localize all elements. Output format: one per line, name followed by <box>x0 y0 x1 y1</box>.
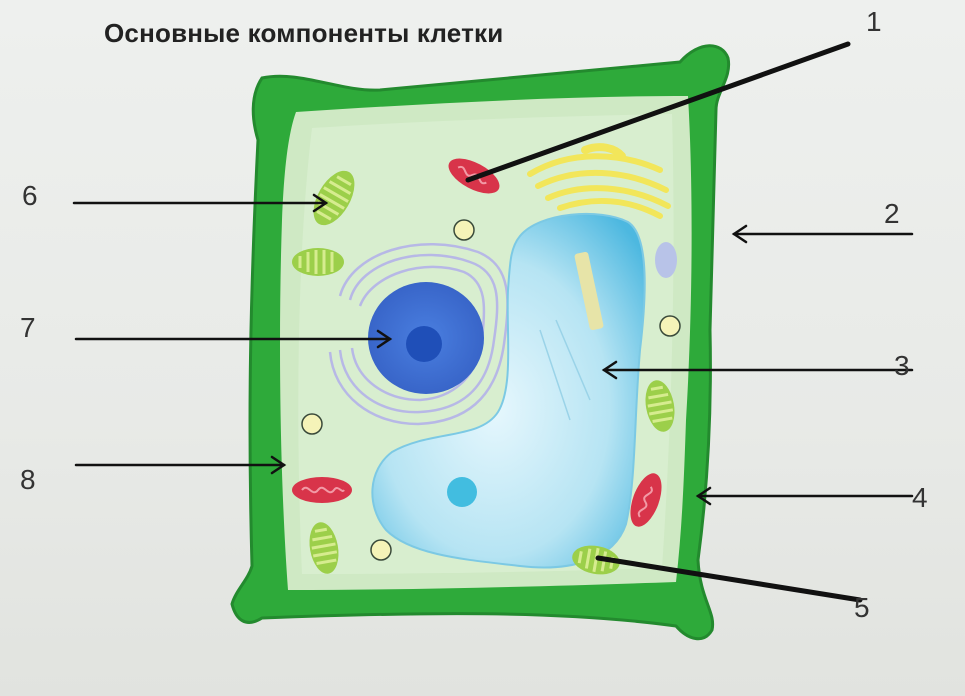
golgi-apparatus <box>527 153 671 219</box>
label-5: 5 <box>854 592 870 623</box>
pointer-line-5 <box>595 555 863 603</box>
peroxisome <box>655 242 677 278</box>
arrowhead-2 <box>731 224 748 244</box>
arrowhead-3 <box>601 360 618 380</box>
diagram-title: Основные компоненты клетки <box>104 18 504 48</box>
vesicle <box>301 413 323 435</box>
golgi-cap <box>581 143 626 160</box>
vacuole-fibril <box>539 329 571 421</box>
mitochondria-group <box>292 158 662 527</box>
label-7: 7 <box>20 312 36 343</box>
vesicle <box>453 219 475 241</box>
central-vacuole <box>371 213 646 569</box>
chloroplast <box>313 170 355 226</box>
vacuole-fibril <box>555 319 591 401</box>
pointer-line-1 <box>465 41 851 183</box>
label-1: 1 <box>866 6 882 37</box>
vesicle <box>659 315 681 337</box>
arrowhead-7 <box>376 329 393 349</box>
chloroplast <box>645 380 675 432</box>
pointer-lines <box>72 41 914 603</box>
label-6: 6 <box>22 180 38 211</box>
arrowhead-8 <box>270 455 287 475</box>
crystal <box>574 251 604 331</box>
label-2: 2 <box>884 198 900 229</box>
vesicles <box>301 219 681 561</box>
arrowhead-4 <box>695 486 712 506</box>
mitochondrion <box>292 477 352 503</box>
chloroplast <box>572 545 620 575</box>
label-8: 8 <box>20 464 36 495</box>
label-3: 3 <box>894 350 910 381</box>
mitochondrion <box>630 473 662 527</box>
chloroplast <box>309 522 339 574</box>
chloroplast-group <box>292 170 675 575</box>
chloroplast <box>292 248 344 276</box>
vacuole-inclusion <box>447 477 477 507</box>
label-4: 4 <box>912 482 928 513</box>
nucleolus <box>406 326 442 362</box>
arrowhead-6 <box>312 193 329 213</box>
vesicle <box>370 539 392 561</box>
